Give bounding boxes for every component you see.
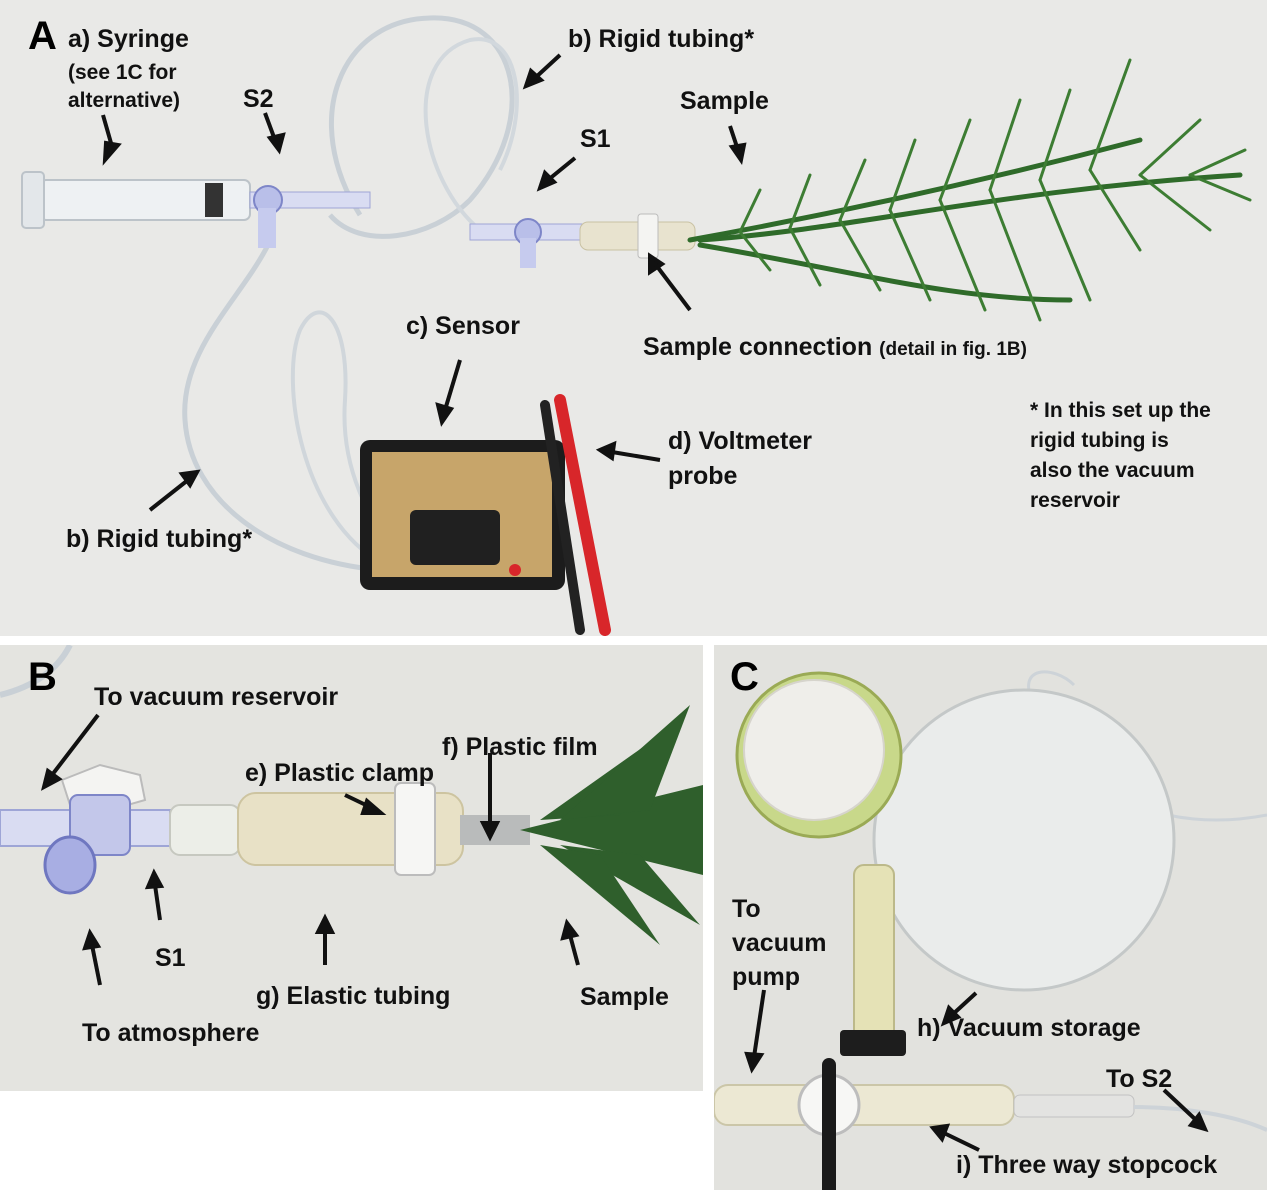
s1-valve-port — [520, 238, 536, 268]
panel-letter-a: A — [28, 14, 57, 58]
panel-letter-b: B — [28, 655, 57, 699]
panel-b: B To vacuum reservoir e) Plastic clamp f… — [0, 645, 703, 1091]
label-plastic-film: f) Plastic film — [442, 733, 598, 761]
label-rigid-tubing-bottom: b) Rigid tubing* — [66, 525, 253, 553]
label-to-vacuum-pump-3: pump — [732, 963, 801, 991]
footnote-line-2: rigid tubing is — [1030, 429, 1169, 452]
sensor-chip — [410, 510, 500, 565]
voltmeter-probe-black — [540, 400, 585, 635]
vacuum-storage-flask — [872, 688, 1176, 992]
label-elastic-tubing: g) Elastic tubing — [256, 982, 451, 1010]
panel-c: C To vacuum pump h) Vacuum storage To S2… — [714, 645, 1267, 1190]
rigid-tubing-lower — [182, 243, 381, 573]
label-plastic-clamp: e) Plastic clamp — [245, 759, 434, 787]
sample-needles — [738, 58, 1252, 322]
label-to-vacuum-reservoir: To vacuum reservoir — [94, 683, 339, 711]
label-to-s2: To S2 — [1106, 1065, 1173, 1093]
label-s1: S1 — [155, 944, 186, 972]
label-vacuum-storage: h) Vacuum storage — [917, 1014, 1141, 1042]
elastic-tubing-vertical — [853, 864, 895, 1046]
sensor-tubing-loop — [290, 310, 402, 567]
panel-a-photo — [21, 15, 1252, 636]
to-atmosphere-port — [43, 835, 97, 895]
sample-connection-clamp — [637, 213, 659, 259]
s2-valve-port — [258, 208, 276, 248]
label-s2: S2 — [243, 85, 274, 113]
panel-a-arrows — [101, 53, 747, 512]
tubing-clamp — [840, 1030, 906, 1056]
panel-b-photo — [0, 645, 703, 986]
label-syringe-note-2: alternative) — [68, 89, 181, 112]
syringe-plunger-flange — [21, 171, 45, 229]
panel-c-arrows — [744, 989, 1209, 1152]
label-voltmeter-2: probe — [668, 462, 738, 490]
flask-stopper — [743, 679, 885, 821]
footnote-line-3: also the vacuum — [1030, 459, 1195, 482]
sample-foliage — [520, 705, 703, 945]
footnote-line-4: reservoir — [1030, 489, 1120, 512]
rigid-tubing-loop-2 — [423, 37, 519, 232]
label-sample-connection-main: Sample connection — [643, 333, 873, 361]
rigid-tubing-loop — [328, 15, 515, 239]
label-three-way-stopcock: i) Three way stopcock — [956, 1151, 1218, 1179]
panel-letter-c: C — [730, 655, 759, 699]
tubing-to-reservoir — [0, 645, 73, 698]
label-rigid-tubing-top: b) Rigid tubing* — [568, 25, 755, 53]
voltmeter-probe-red — [554, 394, 611, 636]
label-sample-connection: Sample connection (detail in fig. 1B) — [643, 333, 1027, 364]
label-syringe: a) Syringe — [68, 25, 189, 53]
label-sample: Sample — [680, 87, 769, 115]
elastic-tubing-horizontal — [714, 1084, 1015, 1126]
footnote-line-1: * In this set up the — [1030, 399, 1211, 422]
label-voltmeter-1: d) Voltmeter — [668, 427, 812, 455]
label-syringe-note-1: (see 1C for — [68, 61, 177, 84]
label-to-vacuum-pump-1: To — [732, 895, 761, 923]
panel-a: A a) Syringe (see 1C for alternative) S2… — [0, 0, 1267, 636]
panel-b-arrows — [40, 713, 580, 986]
s1-valve-body — [69, 794, 131, 856]
label-s1: S1 — [580, 125, 611, 153]
panel-c-photo — [714, 670, 1267, 1190]
sensor-led — [509, 564, 521, 576]
label-sample-connection-detail: (detail in fig. 1B) — [879, 339, 1027, 360]
luer-connector — [169, 804, 241, 856]
label-sensor: c) Sensor — [406, 312, 520, 340]
syringe-plunger-seal — [205, 183, 223, 217]
plastic-clamp — [394, 782, 436, 876]
label-sample: Sample — [580, 983, 669, 1011]
label-to-atmosphere: To atmosphere — [82, 1019, 260, 1047]
label-to-vacuum-pump-2: vacuum — [732, 929, 827, 957]
luer-connector — [1013, 1094, 1135, 1118]
tubing-to-s2 — [1133, 1105, 1267, 1132]
sample-foliage — [687, 137, 1243, 303]
